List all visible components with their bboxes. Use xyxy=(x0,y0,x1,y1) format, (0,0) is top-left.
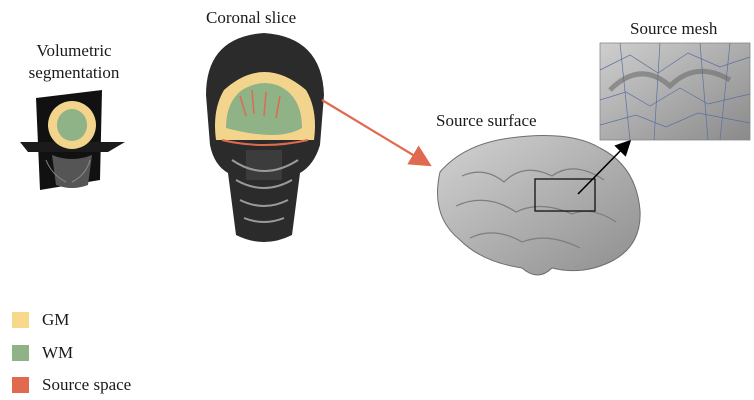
legend-swatch-source-space xyxy=(12,377,29,393)
coronal-slice-image xyxy=(206,33,324,242)
legend-label-wm: WM xyxy=(42,343,73,363)
legend-label-gm: GM xyxy=(42,310,69,330)
legend-swatch-wm xyxy=(12,345,29,361)
source-space-arrow xyxy=(322,100,428,164)
volumetric-segmentation-label: Volumetric segmentation xyxy=(14,40,134,84)
source-mesh-label: Source mesh xyxy=(630,19,717,39)
coronal-slice-label: Coronal slice xyxy=(206,8,296,28)
legend-swatch-gm xyxy=(12,312,29,328)
legend-label-source-space: Source space xyxy=(42,375,131,395)
legend-item-gm: GM xyxy=(42,310,69,330)
source-surface-brain xyxy=(438,136,641,275)
legend-item-source-space: Source space xyxy=(42,375,131,395)
source-surface-label: Source surface xyxy=(436,111,537,131)
volumetric-mri-thumbnail xyxy=(20,90,125,190)
legend-item-wm: WM xyxy=(42,343,73,363)
source-mesh-image xyxy=(600,43,750,140)
